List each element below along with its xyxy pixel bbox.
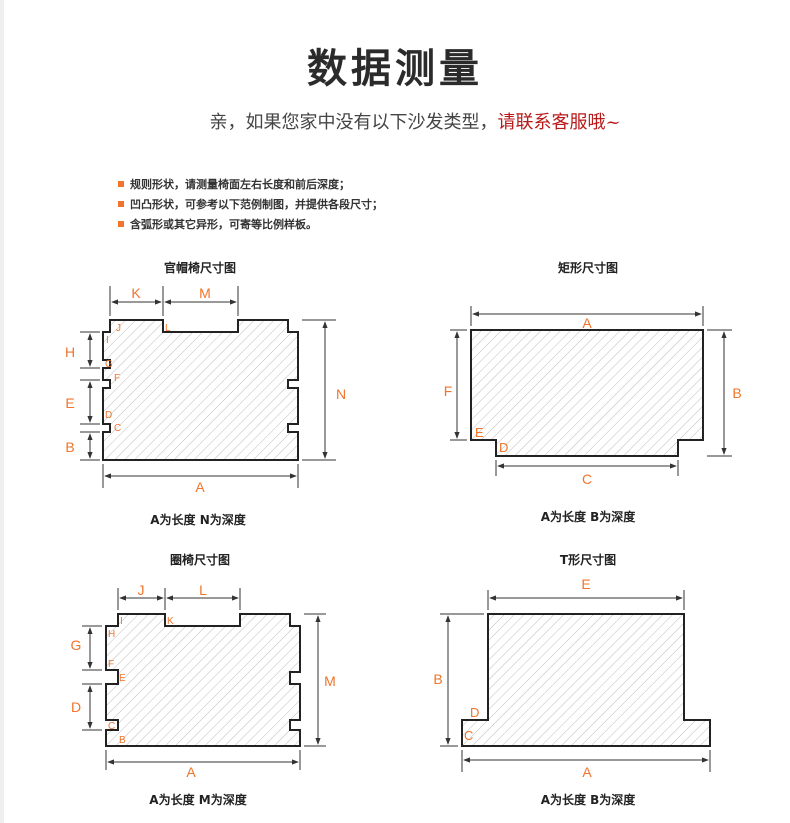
dim-label-m: M: [324, 673, 336, 689]
dim-label-l: L: [199, 582, 207, 598]
dim-label-e: E: [581, 576, 590, 592]
dim-label-c: C: [582, 471, 592, 487]
measurement-notes: 规则形状，请测量椅面左右长度和前后深度； 凹凸形状，可参考以下范例制图，并提供各…: [118, 175, 383, 235]
dim-label-h: H: [65, 344, 75, 360]
dim-label-g: G: [71, 637, 82, 653]
quanyi-diagram-title: 圈椅尺寸图: [169, 553, 231, 567]
dim-label-e: E: [65, 395, 74, 411]
point-label-d: D: [499, 440, 508, 455]
guanmao-diagram-title: 官帽椅尺寸图: [163, 261, 237, 275]
page-subtitle: 亲，如果您家中没有以下沙发类型，请联系客服哦~: [0, 108, 790, 134]
bullet-square-icon: [118, 201, 124, 207]
note-item: 规则形状，请测量椅面左右长度和前后深度；: [118, 175, 383, 195]
rect-caption: A为长度 B为深度: [540, 510, 636, 524]
page-edge: [0, 0, 4, 823]
note-item: 凹凸形状，可参考以下范例制图，并提供各段尺寸；: [118, 195, 383, 215]
rect-diagram-title: 矩形尺寸图: [557, 261, 619, 275]
point-label-e: E: [119, 673, 126, 684]
guanmao-caption: A为长度 N为深度: [150, 513, 246, 527]
point-label-d: D: [105, 410, 112, 421]
dim-label-a: A: [582, 764, 592, 780]
dim-label-a: A: [186, 764, 196, 780]
dim-label-b: B: [433, 671, 442, 687]
tshape-diagram-title: T形尺寸图: [559, 553, 617, 567]
quanyi-caption: A为长度 M为深度: [149, 793, 247, 807]
rect-seat-shape: [470, 329, 704, 457]
dim-label-b: B: [732, 385, 741, 401]
point-label-l: L: [165, 323, 171, 334]
tshape-seat-shape: [461, 613, 711, 747]
point-label-k: K: [167, 616, 174, 627]
dim-label-f: F: [444, 383, 453, 399]
point-label-d: D: [470, 705, 479, 720]
point-label-g: G: [105, 359, 113, 370]
point-label-f: F: [114, 373, 120, 384]
dim-label-n: N: [336, 386, 346, 402]
point-label-j: J: [116, 323, 121, 334]
point-label-c: C: [464, 728, 473, 743]
guanmao-seat-shape: [102, 319, 299, 461]
dim-label-a: A: [582, 315, 592, 331]
dim-label-k: K: [131, 285, 141, 301]
bullet-square-icon: [118, 221, 124, 227]
subtitle-text: 亲，如果您家中没有以下沙发类型，: [209, 112, 498, 133]
dim-label-j: J: [138, 582, 145, 598]
point-label-c: C: [108, 721, 115, 732]
dim-label-m: M: [199, 285, 211, 301]
point-label-i: I: [120, 616, 123, 627]
dim-label-d: D: [71, 699, 81, 715]
point-label-c: C: [114, 423, 121, 434]
dim-label-b: B: [65, 439, 74, 455]
contact-service-link[interactable]: 请联系客服哦~: [497, 112, 621, 133]
dim-label-a: A: [195, 479, 205, 495]
point-label-h: H: [108, 629, 115, 640]
point-label-b: B: [119, 735, 126, 746]
page-title: 数据测量: [307, 45, 483, 92]
point-label-e: E: [475, 425, 484, 440]
tshape-caption: A为长度 B为深度: [540, 793, 636, 807]
point-label-f: F: [108, 659, 114, 670]
point-label-i: I: [106, 335, 109, 346]
note-item: 含弧形或其它异形，可寄等比例样板。: [118, 215, 383, 235]
quanyi-seat-shape: [105, 613, 301, 747]
bullet-square-icon: [118, 181, 124, 187]
